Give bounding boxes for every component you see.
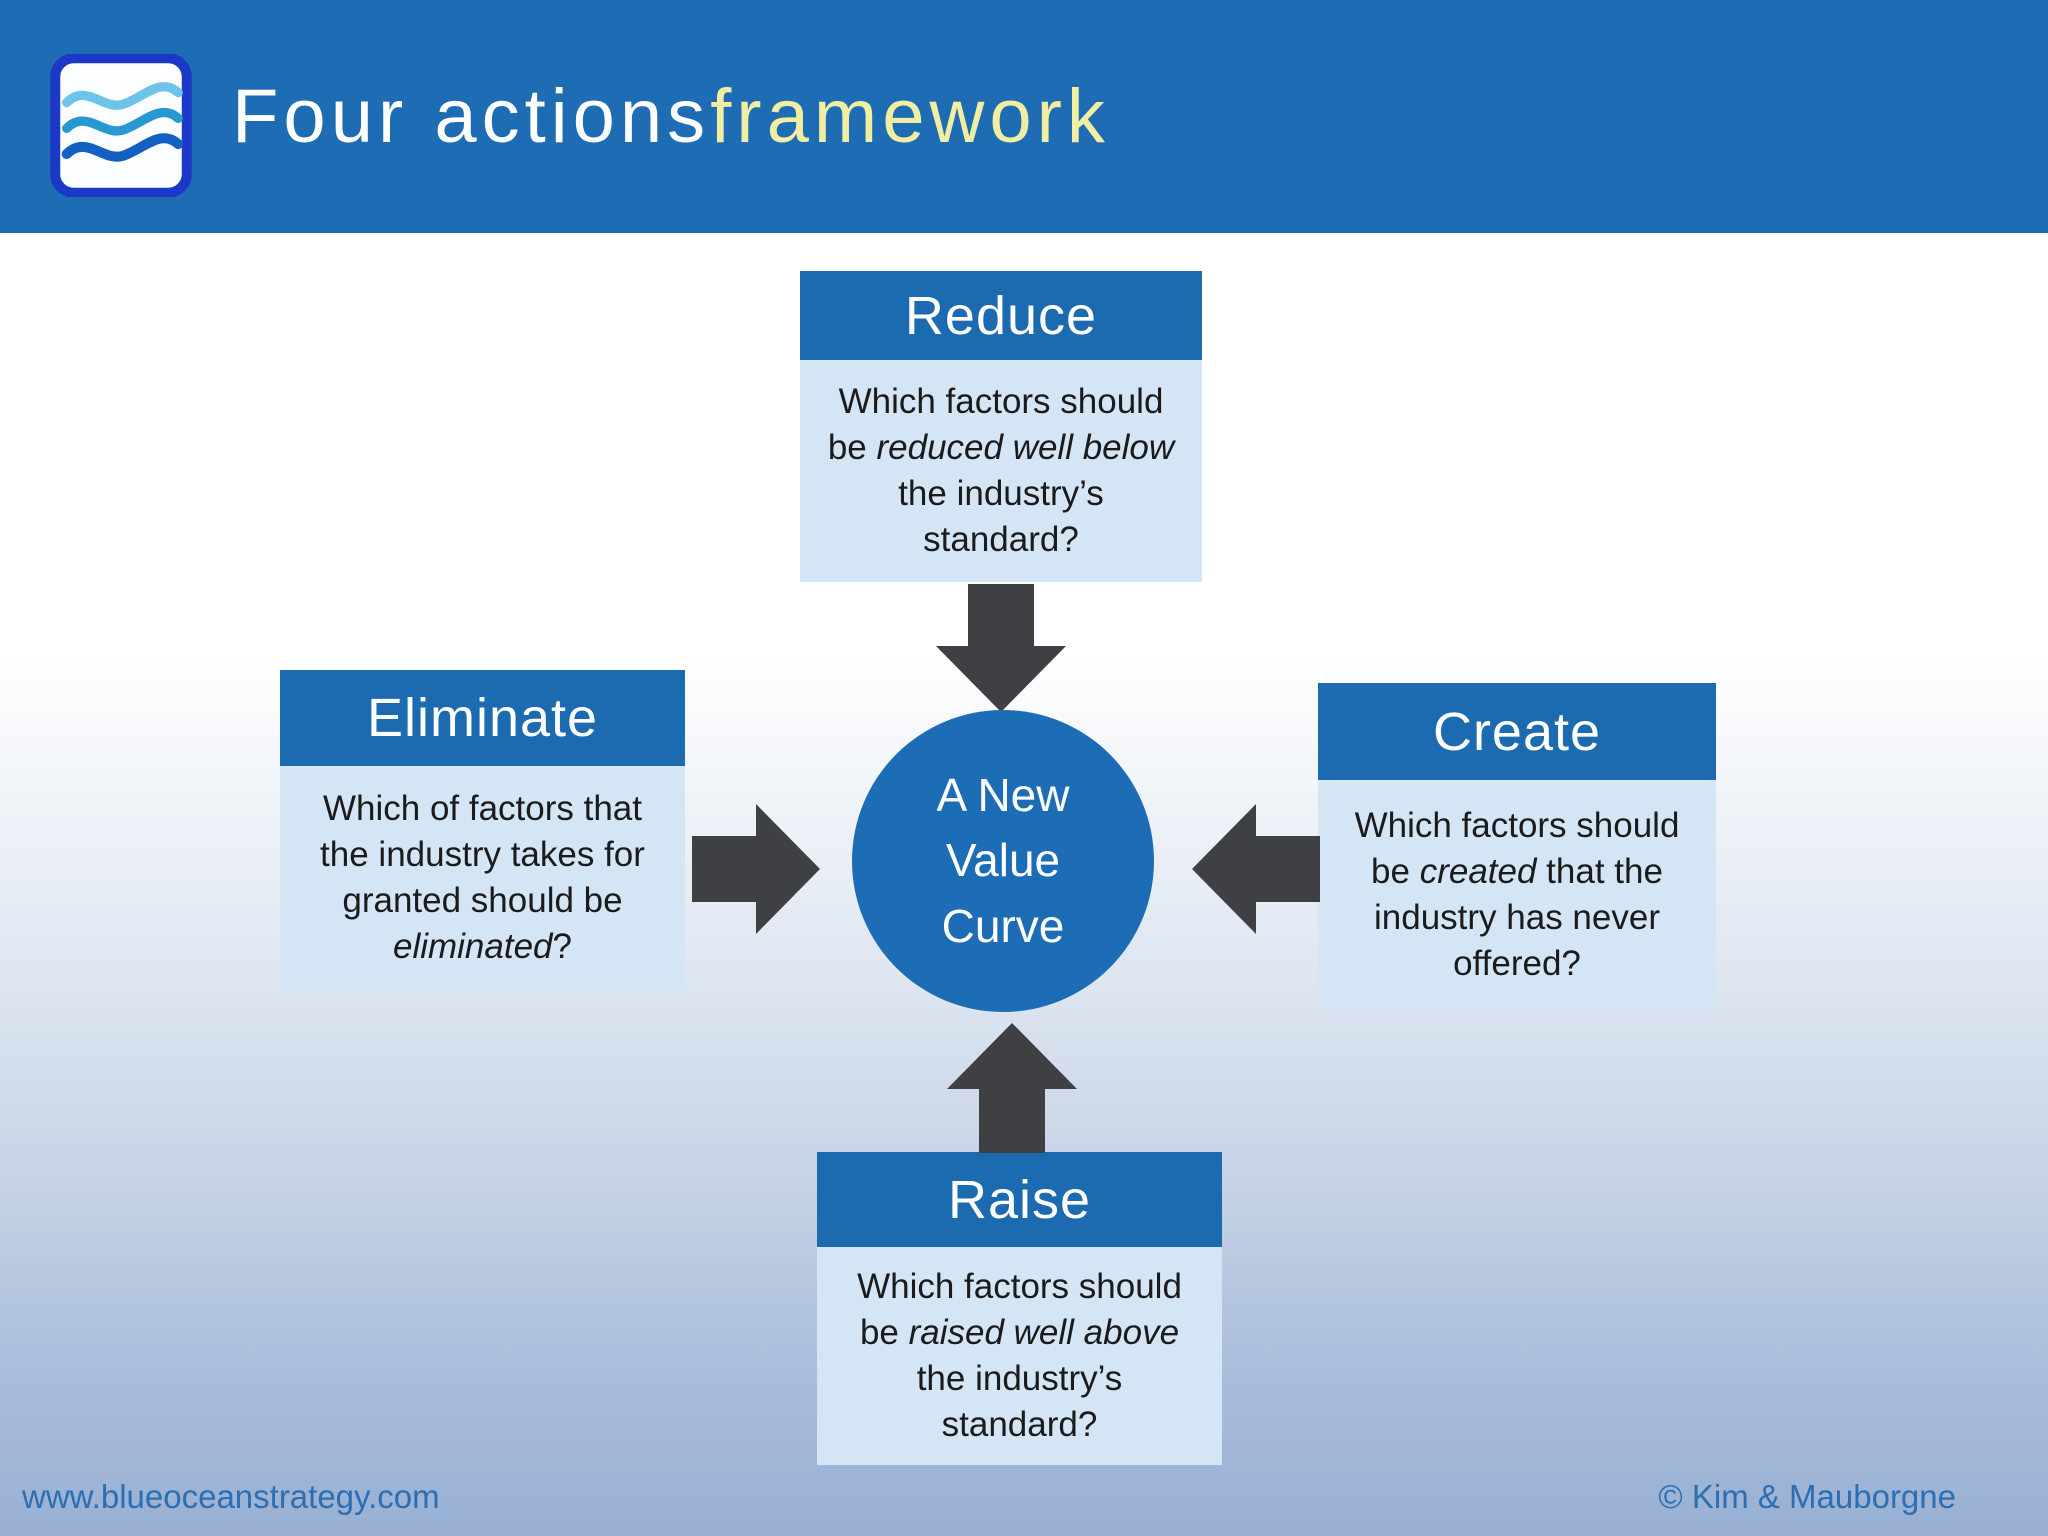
header-bar: Four actions framework — [0, 0, 2048, 233]
box-create-title: Create — [1318, 683, 1716, 780]
arrow-right-icon — [692, 804, 820, 934]
footer-website: www.blueoceanstrategy.com — [22, 1478, 440, 1515]
box-reduce-title: Reduce — [800, 271, 1202, 360]
page-title: Four actions framework — [232, 0, 1110, 233]
footer-copyright: © Kim & Mauborgne — [1658, 1478, 1956, 1515]
blue-ocean-waves-logo-icon — [50, 54, 192, 197]
circle-line-3: Curve — [941, 899, 1065, 952]
new-value-curve-circle: A New Value Curve — [852, 710, 1154, 1012]
arrow-down-icon — [936, 584, 1066, 712]
page-title-highlight: framework — [710, 74, 1110, 159]
arrow-left-icon — [1192, 804, 1320, 934]
page-title-main: Four actions — [232, 74, 711, 159]
box-raise-title: Raise — [817, 1152, 1222, 1247]
box-eliminate-title: Eliminate — [280, 670, 685, 766]
arrow-up-icon — [947, 1023, 1077, 1153]
circle-line-2: Value — [945, 834, 1061, 887]
circle-line-1: A New — [936, 769, 1070, 822]
